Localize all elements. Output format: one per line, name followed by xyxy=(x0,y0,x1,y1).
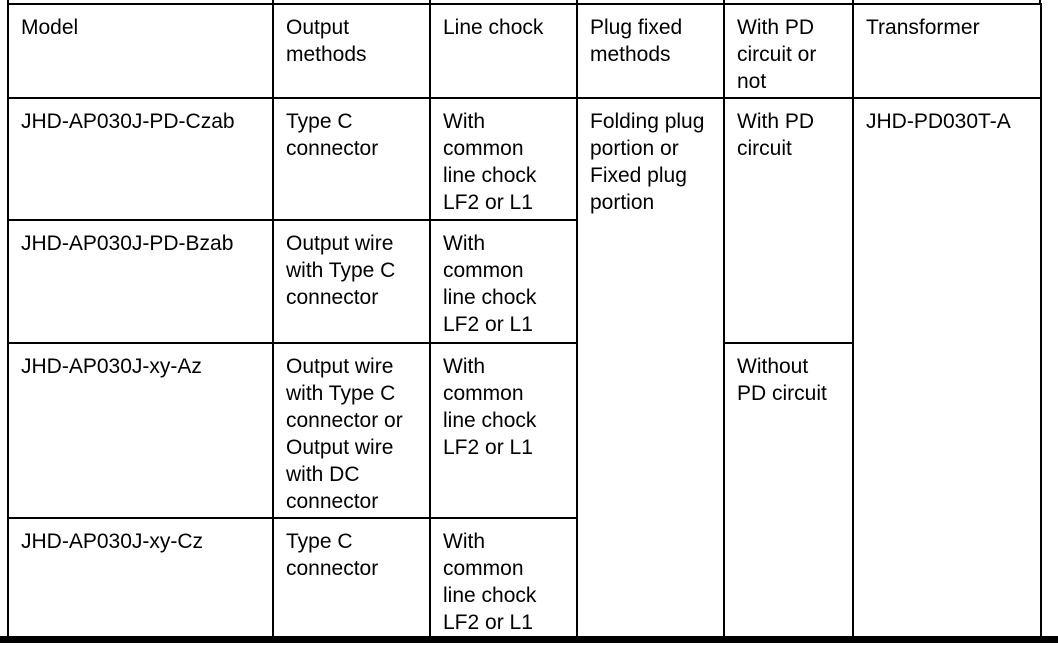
line-chock-cell: With common line chock LF2 or L1 xyxy=(429,219,578,344)
table-row: JHD-AP030J-xy-Cz Type C connector With c… xyxy=(7,517,1041,640)
line-chock-cell: With common line chock LF2 or L1 xyxy=(429,342,578,519)
column-grid-tick xyxy=(7,0,9,5)
line-chock-cell: With common line chock LF2 or L1 xyxy=(429,517,578,640)
column-grid-tick xyxy=(723,0,725,5)
pd-circuit-cell: Without PD circuit xyxy=(723,342,854,640)
header-line-chock: Line chock xyxy=(429,3,578,99)
header-model: Model xyxy=(7,3,274,99)
header-output-methods: Output methods xyxy=(272,3,431,99)
model-cell: JHD-AP030J-PD-Czab xyxy=(7,97,274,221)
pd-circuit-cell: With PD circuit xyxy=(723,97,854,344)
model-cell: JHD-AP030J-xy-Az xyxy=(7,342,274,519)
column-grid-tick xyxy=(1039,0,1041,5)
transformer-cell: JHD-PD030T-A xyxy=(852,97,1042,640)
model-cell: JHD-AP030J-PD-Bzab xyxy=(7,219,274,344)
output-methods-cell: Output wire with Type C connector xyxy=(272,219,431,344)
output-methods-cell: Output wire with Type C connector or Out… xyxy=(272,342,431,519)
output-methods-cell: Type C connector xyxy=(272,517,431,640)
output-methods-cell: Type C connector xyxy=(272,97,431,221)
column-grid-tick xyxy=(576,0,578,5)
table-row: JHD-AP030J-PD-Czab Type C connector With… xyxy=(7,97,1042,640)
table-row: JHD-AP030J-PD-Bzab Output wire with Type… xyxy=(7,219,1041,344)
line-chock-cell: With common line chock LF2 or L1 xyxy=(429,97,578,221)
product-spec-table: Model Output methods Line chock Plug fix… xyxy=(7,3,1042,640)
page-bottom-rule xyxy=(0,636,1058,643)
plug-fixed-cell: Folding plug portion or Fixed plug porti… xyxy=(576,97,725,640)
table-row: JHD-AP030J-xy-Az Output wire with Type C… xyxy=(7,342,1041,640)
header-plug-fixed-methods: Plug fixed methods xyxy=(576,3,725,99)
header-pd-circuit: With PD circuit or not xyxy=(723,3,854,99)
column-grid-tick xyxy=(429,0,431,5)
model-cell: JHD-AP030J-xy-Cz xyxy=(7,517,274,640)
table-header-row: Model Output methods Line chock Plug fix… xyxy=(7,3,1042,99)
header-transformer: Transformer xyxy=(852,3,1042,99)
column-grid-tick xyxy=(852,0,854,5)
column-grid-tick xyxy=(272,0,274,5)
